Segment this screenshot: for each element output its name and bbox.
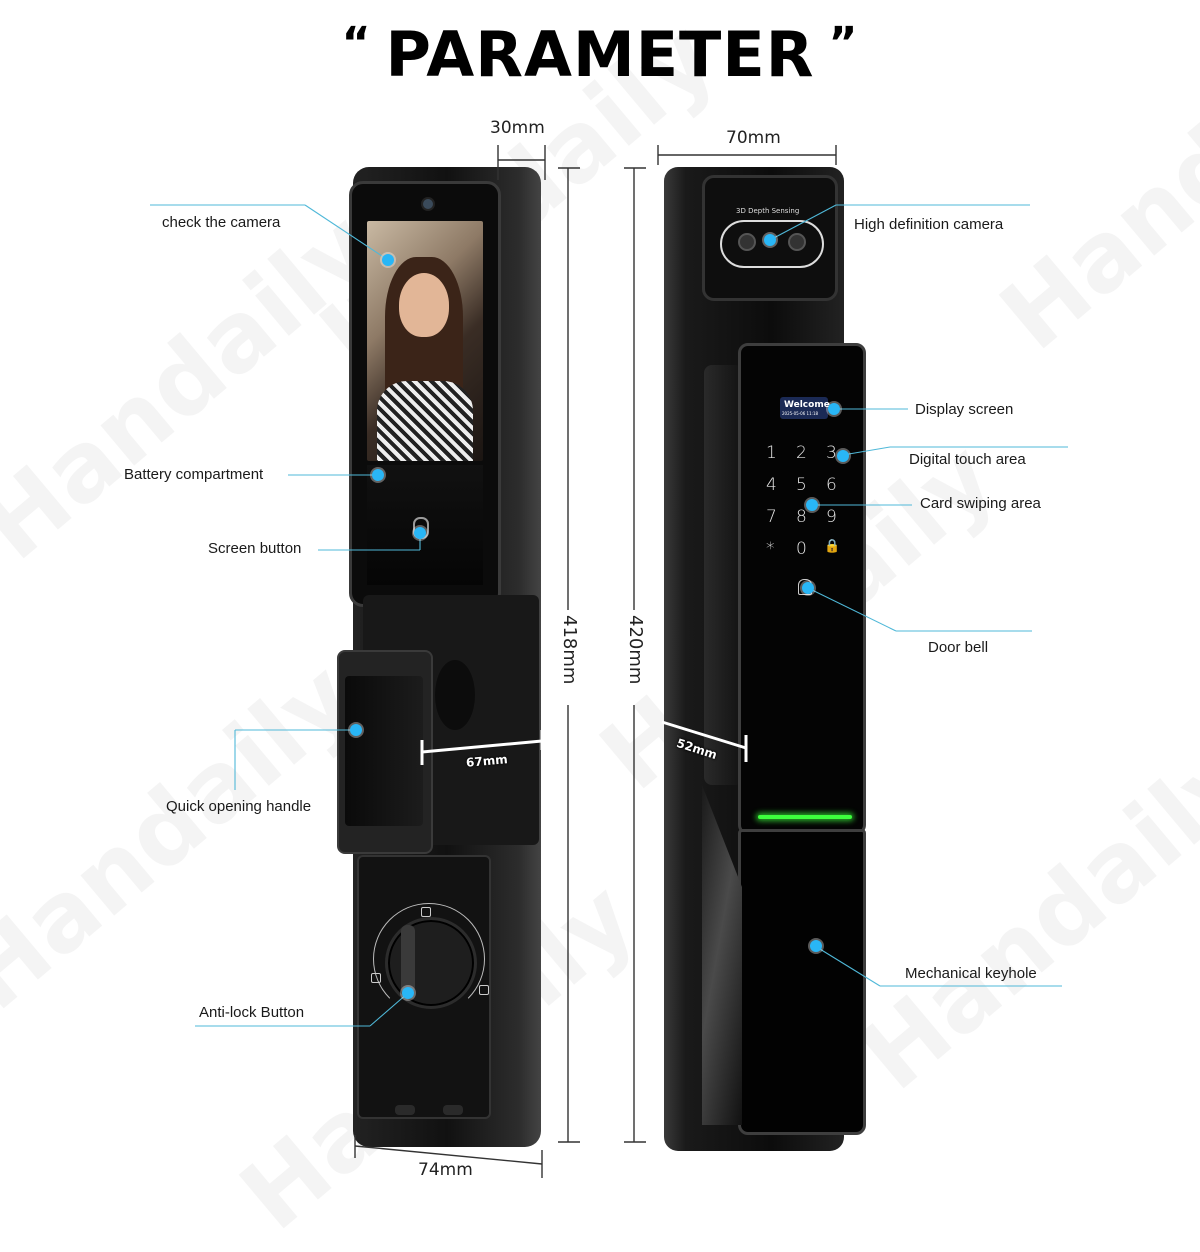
depth-sensing-caption: 3D Depth Sensing [736,207,800,215]
bottom-screw-cover [395,1105,415,1115]
label-battery-compartment: Battery compartment [124,466,264,483]
callout-dot-camera [382,254,394,266]
close-quote: ” [828,18,859,69]
handle-shaft [435,660,475,730]
label-anti-lock-button: Anti-lock Button [199,1004,305,1021]
key-lock-icon[interactable]: 🔒 [824,539,841,554]
display-datetime: 2025-05-06 11:18 [782,411,819,416]
anti-lock-button[interactable] [401,925,415,993]
dimension-74mm: 74mm [418,1160,473,1180]
display-screen: Welcome 2025-05-06 11:18 [780,397,830,419]
digital-touch-keypad[interactable]: 1 2 3 4 5 6 7 8 9 * 0 🔒 [762,443,852,563]
jacket-icon [377,381,473,461]
label-check-camera: check the camera [162,214,281,231]
dimension-418mm: 418mm [559,615,580,685]
face-icon [399,273,449,337]
key-0[interactable]: 0 [796,539,807,559]
display-welcome-text: Welcome [784,400,830,410]
callout-dot-hd-camera [764,234,776,246]
page-title: “ PARAMETER ” [0,18,1200,91]
key-star[interactable]: * [766,539,775,559]
dimension-420mm: 420mm [625,615,646,685]
dimension-30mm: 30mm [490,118,545,138]
callout-dot-handle [350,724,362,736]
camera-lens-icon [738,233,756,251]
callout-dot-display [828,403,840,415]
quick-opening-handle[interactable] [337,650,433,854]
label-mechanical-keyhole: Mechanical keyhole [905,965,1037,982]
lock-icon [421,907,431,917]
key-1[interactable]: 1 [766,443,777,463]
key-9[interactable]: 9 [826,507,837,527]
key-4[interactable]: 4 [766,475,777,495]
callout-lines [150,145,1068,1178]
label-display-screen: Display screen [915,401,1014,418]
label-card-swiping-area: Card swiping area [920,495,1041,512]
key-7[interactable]: 7 [766,507,777,527]
label-quick-opening-handle: Quick opening handle [166,798,312,815]
camera-lens-frame [720,220,824,268]
label-digital-touch-area: Digital touch area [909,451,1026,468]
callout-dot-screen-button [414,527,426,539]
knob-arc [373,903,485,1015]
anti-lock-knob[interactable] [385,917,477,1009]
callout-dot-anti-lock [402,987,414,999]
label-hd-camera: High definition camera [854,216,1004,233]
key-5[interactable]: 5 [796,475,807,495]
keyhole-panel [738,829,866,1135]
fingerprint-indicator [758,815,852,819]
unlock-icon [371,973,381,983]
callout-dot-battery [372,469,384,481]
key-8[interactable]: 8 [796,507,807,527]
bottom-screw-cover [443,1105,463,1115]
dimension-70mm: 70mm [726,128,781,148]
callout-dot-keyhole [810,940,822,952]
front-camera-icon [421,197,435,211]
key-2[interactable]: 2 [796,443,807,463]
callout-dot-doorbell [802,582,814,594]
label-screen-button: Screen button [208,540,302,557]
camera-lens-icon [788,233,806,251]
handle-face [345,676,423,826]
callout-dot-card [806,499,818,511]
side-profile [704,365,744,785]
battery-compartment [367,465,483,585]
title-text: PARAMETER [385,18,815,91]
key-6[interactable]: 6 [826,475,837,495]
label-door-bell: Door bell [928,639,989,656]
open-quote: “ [341,18,372,69]
unlock-icon [479,985,489,995]
camera-preview-screen [367,221,483,461]
key-3[interactable]: 3 [826,443,837,463]
callout-dot-touch [837,450,849,462]
